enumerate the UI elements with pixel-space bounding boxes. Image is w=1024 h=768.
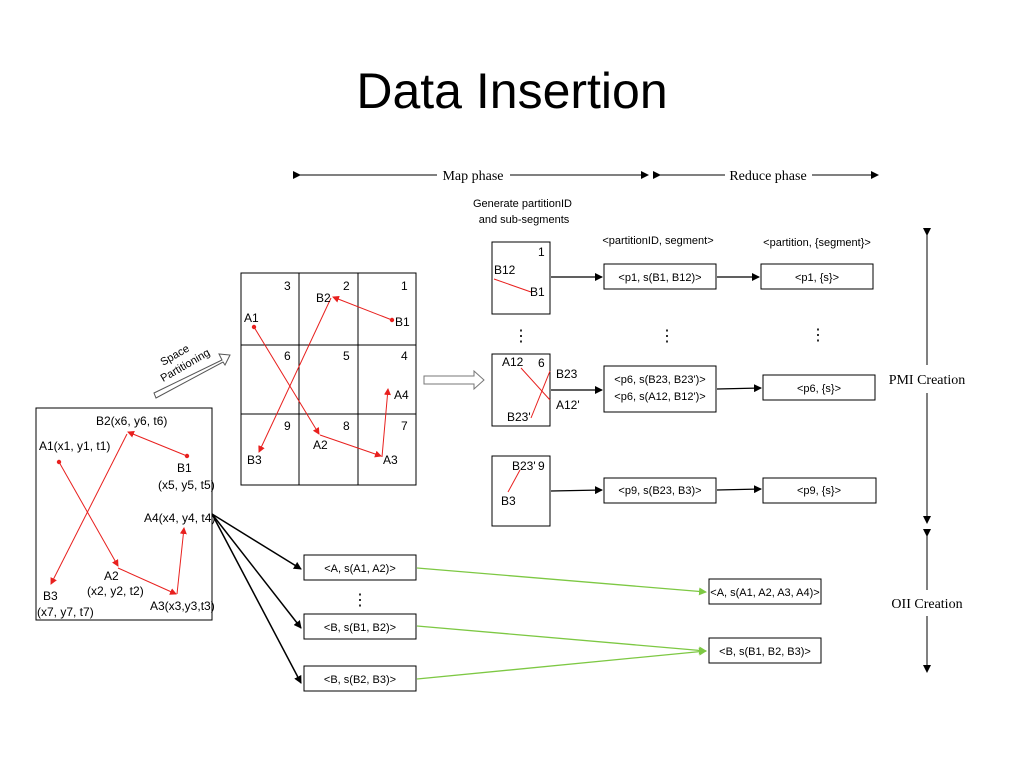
pmi-creation-label: PMI Creation [889, 373, 966, 388]
ellipsis-dots: ⋮ [352, 592, 368, 609]
map-output-b2: <B, s(B2, B3)> [324, 674, 396, 686]
p6-label-a12: A12 [502, 355, 524, 369]
raw-label-a1: A1(x1, y1, t1) [39, 439, 110, 453]
partition-p9: 9 B23' B3 [491, 455, 551, 527]
p1-number: 1 [538, 245, 545, 259]
raw-trajectories: B2(x6, y6, t6) A1(x1, y1, t1) B1 (x5, y5… [35, 407, 215, 621]
p9-label-b3: B3 [501, 494, 516, 508]
reduce-output-p6: <p6, {s}> [797, 383, 841, 395]
raw-label-a2: A2 [104, 569, 119, 583]
grid-label-b3: B3 [247, 453, 262, 467]
p6-label-a12-prime: A12' [556, 398, 580, 412]
partition-p6: 6 A12 B23 A12' B23' [491, 353, 580, 427]
p6-number: 6 [538, 356, 545, 370]
raw-label-b1-coords: (x5, y5, t5) [158, 478, 215, 492]
p9-number: 9 [538, 459, 545, 473]
reduce-output-b-box [708, 637, 822, 664]
grid-label-b1: B1 [395, 315, 410, 329]
raw-label-b2: B2(x6, y6, t6) [96, 414, 167, 428]
raw-label-b3: B3 [43, 589, 58, 603]
grid-label-a3: A3 [383, 453, 398, 467]
grid-cell-number: 4 [401, 349, 408, 363]
raw-label-a2-coords: (x2, y2, t2) [87, 584, 144, 598]
generate-caption-line2: and sub-segments [479, 214, 570, 226]
partition-transfer-arrow [423, 369, 485, 391]
p6-label-b23: B23 [556, 367, 578, 381]
map-output-p1-box [603, 263, 717, 290]
svg-text:Space Partitioning: Space Partitioning [152, 335, 213, 385]
map-phase-label: Map phase [442, 169, 503, 184]
reduce-output-a: <A, s(A1, A2, A3, A4)> [710, 587, 819, 599]
grid-label-a4: A4 [394, 388, 409, 402]
map-phase-arrow: Map phase [293, 169, 649, 184]
reduce-output-p6-box [762, 374, 876, 401]
grid-label-a2: A2 [313, 438, 328, 452]
oii-creation-label: OII Creation [891, 597, 962, 612]
grid-label-b2: B2 [316, 291, 331, 305]
reduce-output-p1: <p1, {s}> [795, 272, 839, 284]
p1-label-b1: B1 [530, 285, 545, 299]
map-output-p6-b: <p6, s(A12, B12')> [614, 391, 705, 403]
raw-label-b1: B1 [177, 461, 192, 475]
raw-label-a3: A3(x3,y3,t3) [150, 599, 215, 613]
grid-cell-number: 5 [343, 349, 350, 363]
grid-cell-number: 1 [401, 279, 408, 293]
ellipsis-dots: ⋮ [513, 328, 529, 345]
page-title: Data Insertion [356, 63, 668, 119]
p1-label-b12: B12 [494, 263, 516, 277]
space-partitioning-arrow: Space Partitioning [152, 335, 231, 399]
partition-p1: 1 B12 B1 [491, 241, 551, 315]
ellipsis-dots: ⋮ [810, 327, 826, 344]
map-output-p6-a: <p6, s(B23, B23')> [614, 374, 705, 386]
map-output-b2-box [303, 665, 417, 692]
grid-cell-number: 3 [284, 279, 291, 293]
map-output-p9-box [603, 477, 717, 504]
reduce-output-p9-box [762, 477, 877, 504]
map-output-b1-box [303, 613, 417, 640]
reduce-output-p9: <p9, {s}> [797, 485, 841, 497]
map-output-p1: <p1, s(B1, B12)> [618, 272, 701, 284]
p9-label-b23-prime: B23' [512, 459, 536, 473]
raw-label-a4: A4(x4, y4, t4) [144, 511, 215, 525]
svg-text:Generate partitionID and s: Generate partitionID and sub-segments [473, 198, 575, 226]
reduce-output-p1-box [760, 263, 874, 290]
grid-cell-number: 2 [343, 279, 350, 293]
partition-grid: 3 2 1 6 5 4 9 8 7 A1 B2 B1 A4 A2 A3 B3 [240, 272, 417, 486]
map-output-a: <A, s(A1, A2)> [324, 563, 396, 575]
reduce-output-b: <B, s(B1, B2, B3)> [719, 646, 811, 658]
p6-label-b23-prime: B23' [507, 410, 531, 424]
header-partition-segment: <partitionID, segment> [602, 235, 713, 247]
grid-cell-number: 9 [284, 419, 291, 433]
grid-cell-number: 6 [284, 349, 291, 363]
raw-label-b3-coords: (x7, y7, t7) [37, 605, 94, 619]
generate-caption-line1: Generate partitionID [473, 198, 572, 210]
map-output-p6-box [603, 365, 717, 413]
grid-cell-number: 7 [401, 419, 408, 433]
reduce-phase-arrow: Reduce phase [653, 169, 879, 184]
map-output-a-box [303, 554, 417, 581]
grid-label-a1: A1 [244, 311, 259, 325]
map-output-p9: <p9, s(B23, B3)> [618, 485, 701, 497]
header-partition-segments: <partition, {segment}> [763, 237, 871, 249]
ellipsis-dots: ⋮ [659, 328, 675, 345]
reduce-output-a-box [708, 578, 822, 605]
map-output-b1: <B, s(B1, B2)> [324, 622, 396, 634]
grid-cell-number: 8 [343, 419, 350, 433]
reduce-phase-label: Reduce phase [729, 169, 806, 184]
